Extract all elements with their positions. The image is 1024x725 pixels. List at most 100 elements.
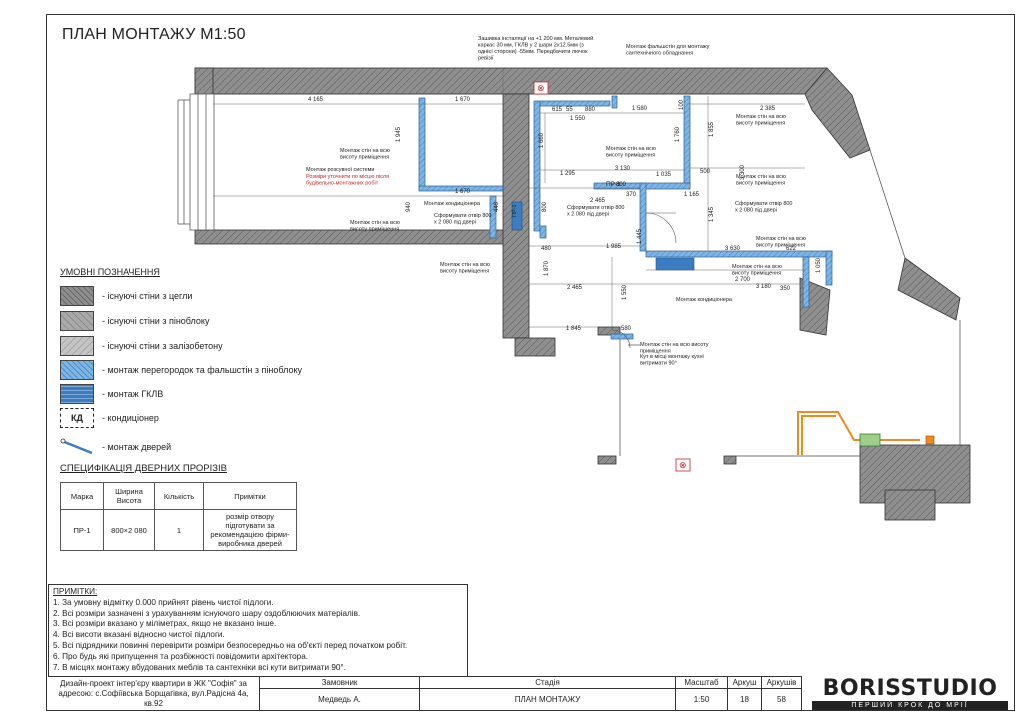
ac-symbol-bottom-glyph: ⊗ <box>679 460 687 470</box>
dimension-label: 480 <box>541 246 552 252</box>
note-6: 6. Про будь які припущення та розбіжност… <box>53 651 309 661</box>
tb-sheets-cell: Аркушів 58 <box>762 677 802 711</box>
tb-stage-cell: Стадія ПЛАН МОНТАЖУ <box>420 677 676 711</box>
dimension-label: 1 870 <box>544 260 550 276</box>
tb-scale-cell: Масштаб 1:50 <box>676 677 728 711</box>
brand-tagline: ПЕРШИЙ КРОК ДО МРІЇ <box>812 701 1008 710</box>
dimension-label: 1 050 <box>816 257 822 273</box>
plumbing-fixture <box>859 433 881 447</box>
dimension-label: 580 <box>621 326 632 332</box>
dimension-label: 370 <box>626 192 637 198</box>
spec-header-mark: Марка <box>60 482 104 510</box>
tb-stage-label: Стадія <box>420 677 675 689</box>
dimension-label: 1 760 <box>675 126 681 142</box>
new-partitions <box>418 95 833 340</box>
dimension-label: 1 985 <box>606 244 622 250</box>
dimension-label: 2 465 <box>567 285 583 291</box>
legend-label-door: - монтаж дверей <box>102 442 172 452</box>
title-block: Дизайн-проект інтер'єру квартири в ЖК "С… <box>48 676 802 711</box>
ac-symbol-top-glyph: ⊗ <box>537 83 545 93</box>
dimension-label: 2 465 <box>590 198 606 204</box>
dimension-label: 3 180 <box>756 284 772 290</box>
dimension-label: 1 550 <box>570 116 586 122</box>
legend-label-foam-block: - існуючі стіни з піноблоку <box>102 316 210 326</box>
tb-scale: 1:50 <box>693 695 710 704</box>
dimension-label: 3 300 <box>740 164 746 180</box>
door-tag-pr1-a: ПР-1 <box>606 181 621 188</box>
plumbing-valve <box>925 435 935 445</box>
dimension-label: 1 445 <box>637 228 643 244</box>
dimension-label: 350 <box>780 286 791 292</box>
tb-sheet-label: Аркуш <box>728 677 761 689</box>
legend-row-partition: - монтаж перегородок та фальшстін з піно… <box>60 359 302 381</box>
legend-row-ac: КД- кондиціонер <box>60 407 159 429</box>
notes-box: ПРИМІТКИ: 1. За умовну відмітку 0.000 пр… <box>48 584 468 676</box>
door-install-icon <box>60 438 93 455</box>
legend-label-concrete: - існуючі стіни з залізобетону <box>102 341 223 351</box>
plan-annotation: Монтаж кондиціонера <box>676 297 733 303</box>
tb-project: Дизайн-проект інтер'єру квартири в ЖК "С… <box>48 677 260 711</box>
legend-label-partition: - монтаж перегородок та фальшстін з піно… <box>102 365 303 375</box>
dimension-lines <box>213 68 805 330</box>
dimension-label: 880 <box>585 107 596 113</box>
spec-title: СПЕЦИФІКАЦІЯ ДВЕРНИХ ПРОРІЗІВ <box>60 463 227 474</box>
spec-cell-qty: 1 <box>154 509 204 551</box>
spec-row: ПР-1 800×2 080 1 розмір отвору підготува… <box>60 509 297 551</box>
legend-row-concrete: - існуючі стіни з залізобетону <box>60 335 223 357</box>
legend-row-foam-block: - існуючі стіни з піноблоку <box>60 310 209 332</box>
spec-header-row: Марка Ширина Висота Кількість Примітки <box>60 482 297 510</box>
spec-cell-size: 800×2 080 <box>103 509 155 551</box>
tb-sheets: 58 <box>777 695 786 704</box>
dimension-label: 3 130 <box>615 166 631 172</box>
legend-row-brick: - існуючі стіни з цегли <box>60 285 192 307</box>
tb-stage: ПЛАН МОНТАЖУ <box>514 695 581 704</box>
ac-symbol-bottom: ⊗ <box>675 458 691 472</box>
dimension-label: 1 035 <box>656 172 672 178</box>
dimension-label: 940 <box>406 201 412 212</box>
dimension-label: 4 165 <box>308 97 324 103</box>
note-1: 1. За умовну відмітку 0.000 прийнят ріве… <box>53 597 274 607</box>
dimension-label: 100 <box>679 99 685 110</box>
legend-swatch-gklv <box>60 384 94 404</box>
dimension-label: 800 <box>542 201 548 212</box>
dimension-label: 500 <box>700 169 711 175</box>
door-spec-table: Марка Ширина Висота Кількість Примітки П… <box>60 482 297 551</box>
dimension-label: 2 700 <box>735 277 751 283</box>
dimension-label: 1 670 <box>455 97 471 103</box>
brand-name: BORISSTUDIO <box>822 676 998 701</box>
dimension-label: 3 630 <box>725 246 741 252</box>
dimension-label: 1 670 <box>455 189 471 195</box>
dimension-label: 55 <box>566 107 573 113</box>
legend-label-ac: - кондиціонер <box>102 413 159 423</box>
legend-label-gklv: - монтаж ГКЛВ <box>102 389 164 399</box>
spec-header-notes: Примітки <box>203 482 297 510</box>
plan-annotations: Зашивка інсталяції на +1 200 мм. Металев… <box>306 35 806 367</box>
legend-swatch-brick <box>60 286 94 306</box>
sheet-frame <box>46 14 1015 711</box>
legend-title: УМОВНІ ПОЗНАЧЕННЯ <box>60 267 160 277</box>
legend-swatch-concrete <box>60 336 94 356</box>
dimension-label: 1 295 <box>560 171 576 177</box>
tb-client: Медведь А. <box>318 695 361 704</box>
dimension-label: 1 660 <box>539 132 545 148</box>
note-5: 5. Всі підрядники повинні перевірити роз… <box>53 640 408 650</box>
tb-sheet: 18 <box>740 695 749 704</box>
door-tag-pr1-b: ПР-1 <box>512 204 518 217</box>
legend-row-door: - монтаж дверей <box>60 436 171 458</box>
spec-cell-mark: ПР-1 <box>60 509 104 551</box>
note-4: 4. Всі висоти вказані відносно чистої пі… <box>53 630 225 640</box>
legend-row-gklv: - монтаж ГКЛВ <box>60 383 163 405</box>
dimension-label: 1 345 <box>709 206 715 222</box>
